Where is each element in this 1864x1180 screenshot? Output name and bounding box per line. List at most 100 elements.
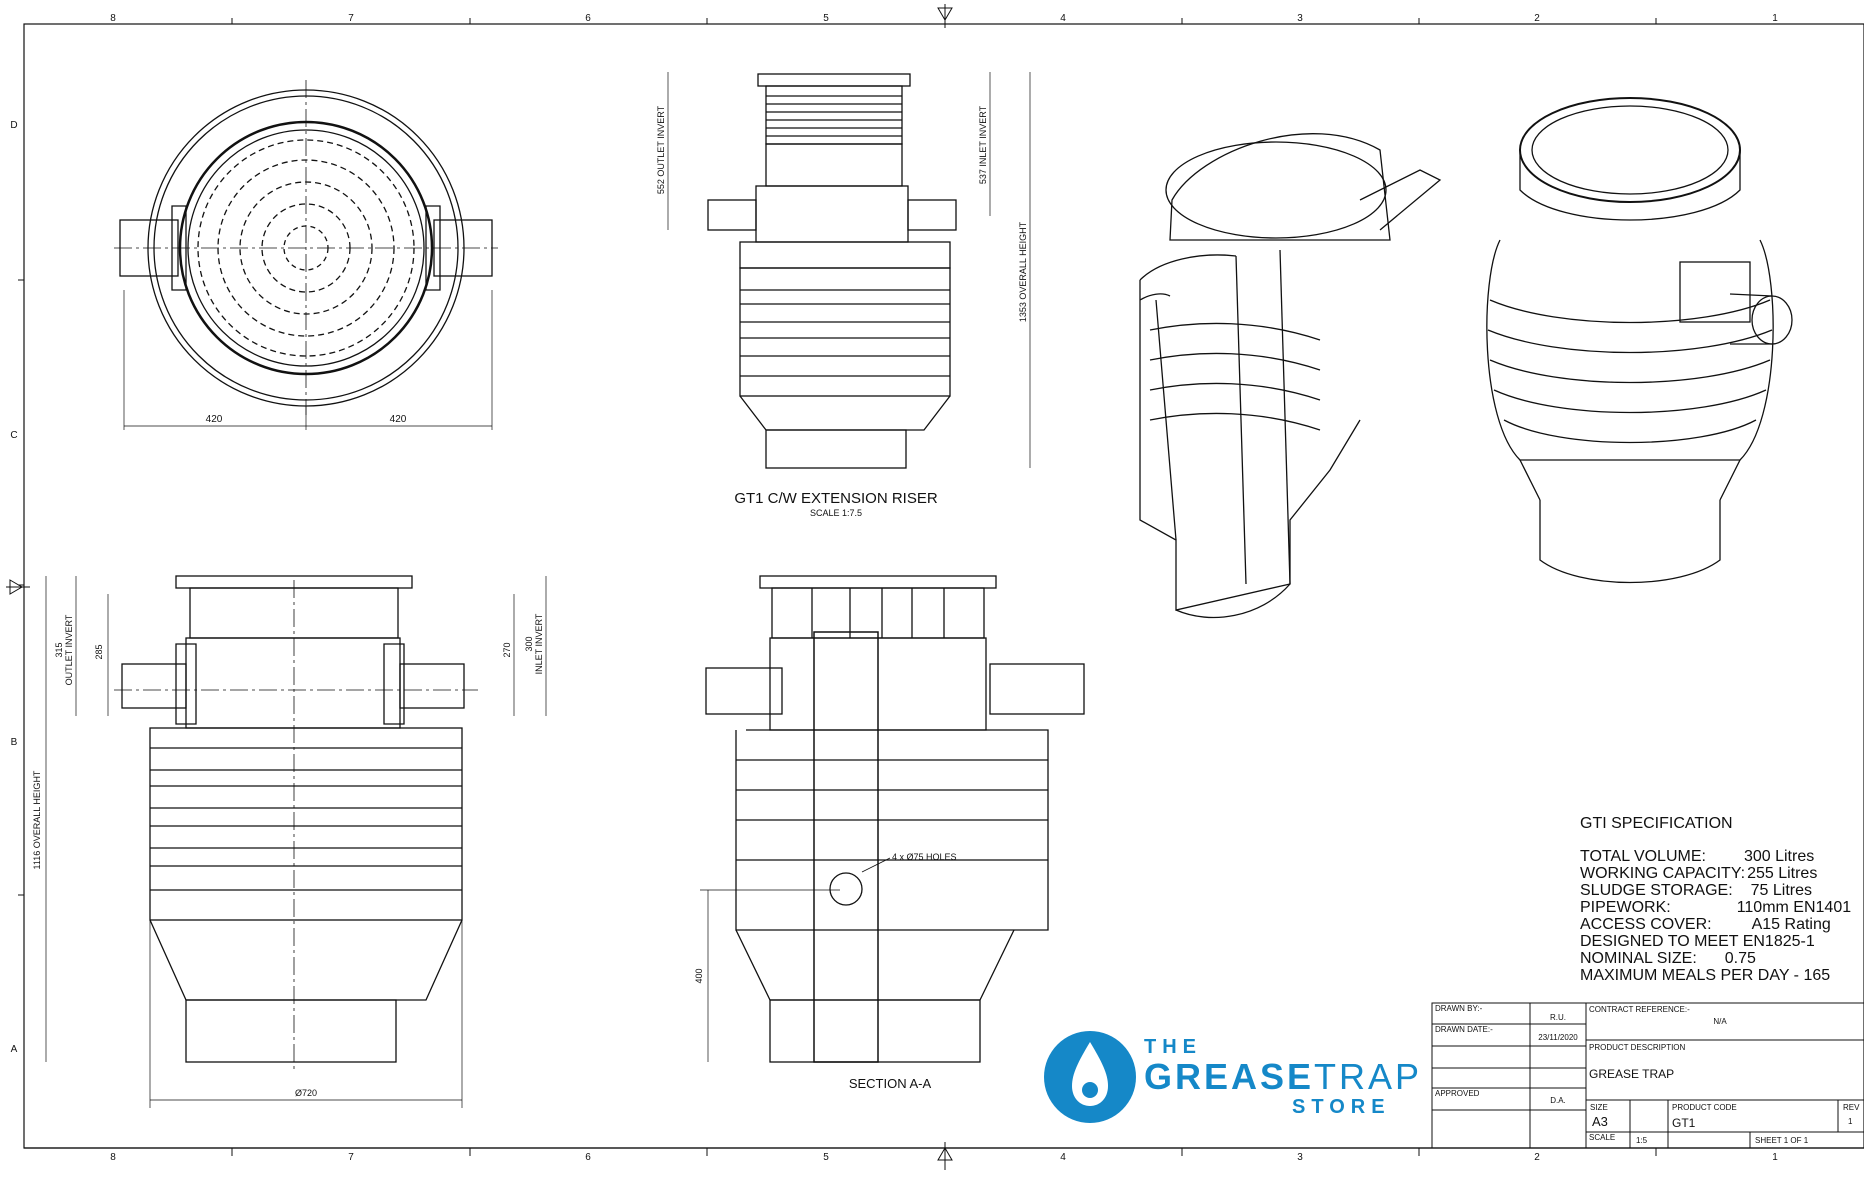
riser-dim-inlet: 537 INLET INVERT [978, 105, 988, 184]
size-value: A3 [1592, 1114, 1608, 1129]
spec-row: WORKING CAPACITY:255 Litres [1580, 865, 1864, 882]
column-ticks-top [18, 18, 1657, 1156]
contract-label: CONTRACT REFERENCE:- [1589, 1005, 1690, 1014]
drawn-date-value: 23/11/2020 [1538, 1033, 1578, 1042]
col-label: 3 [1297, 1152, 1303, 1163]
spec-row: ACCESS COVER: A15 Rating [1580, 916, 1864, 933]
col-label: 5 [823, 13, 829, 24]
side-dim-inlet-value: 300 [524, 636, 534, 651]
side-dim-285: 285 [94, 644, 104, 659]
riser-dim-outlet: 552 OUTLET INVERT [656, 105, 666, 194]
row-label: A [11, 1044, 18, 1055]
col-label: 8 [110, 13, 116, 24]
section-holes-note: 4 x Ø75 HOLES [892, 852, 957, 862]
drawn-date-label: DRAWN DATE:- [1435, 1025, 1493, 1034]
col-label: 3 [1297, 13, 1303, 24]
spec-row: SLUDGE STORAGE: 75 Litres [1580, 882, 1864, 899]
logo-word-trap: TRAP [1314, 1056, 1423, 1097]
spec-value: A15 Rating [1751, 916, 1831, 933]
side-dim-diameter: Ø720 [295, 1088, 317, 1098]
spec-row: NOMINAL SIZE: 0.75 [1580, 950, 1864, 967]
logo-word-store: STORE [1292, 1096, 1391, 1118]
spec-key: TOTAL VOLUME: [1580, 848, 1706, 865]
spec-key: WORKING CAPACITY: [1580, 865, 1746, 882]
spec-row: TOTAL VOLUME: 300 Litres [1580, 848, 1864, 865]
side-dim-outlet-value: 315 [54, 642, 64, 657]
product-code-label: PRODUCT CODE [1672, 1103, 1737, 1112]
title-block [1431, 1002, 1864, 1149]
col-label: 4 [1060, 13, 1066, 24]
col-label: 4 [1060, 1152, 1066, 1163]
col-label: 2 [1534, 13, 1540, 24]
iso-section-view [1139, 133, 1442, 619]
col-label: 1 [1772, 1152, 1778, 1163]
side-dim-inlet-label: INLET INVERT [534, 613, 544, 674]
riser-title: GT1 C/W EXTENSION RISER [734, 490, 938, 507]
spec-key: NOMINAL SIZE: [1580, 950, 1697, 967]
spec-row: DESIGNED TO MEET EN1825-1 [1580, 933, 1864, 950]
drawn-by-label: DRAWN BY:- [1435, 1004, 1483, 1013]
size-label: SIZE [1590, 1103, 1608, 1112]
centre-markers [6, 4, 953, 1170]
approved-value: D.A. [1550, 1096, 1566, 1105]
approved-label: APPROVED [1435, 1089, 1480, 1098]
spec-value: 0.75 [1724, 950, 1756, 967]
spec-key: MAXIMUM MEALS PER DAY - 165 [1580, 967, 1831, 984]
col-label: 8 [110, 1152, 116, 1163]
contract-value: N/A [1713, 1017, 1727, 1026]
logo-word-greasetrap: GREASETRAP [1144, 1056, 1422, 1098]
iso-external-view [1486, 97, 1793, 584]
sheet-label: SHEET 1 OF 1 [1755, 1136, 1809, 1145]
side-view [45, 575, 547, 1108]
row-label: D [10, 120, 17, 131]
col-label: 6 [585, 13, 591, 24]
logo: THE GREASETRAP STORE [1044, 1026, 1419, 1126]
spec-value: 110mm EN1401 [1736, 899, 1852, 916]
riser-dim-overall: 1353 OVERALL HEIGHT [1018, 221, 1028, 322]
product-code-value: GT1 [1672, 1116, 1696, 1130]
col-label: 7 [348, 13, 354, 24]
col-label: 1 [1772, 13, 1778, 24]
spec-title: GTI SPECIFICATION [1580, 815, 1733, 832]
col-label: 7 [348, 1152, 354, 1163]
rev-label: REV [1843, 1103, 1860, 1112]
top-dim-right: 420 [390, 414, 407, 425]
spec-key: DESIGNED TO MEET EN1825-1 [1580, 933, 1815, 950]
title-block-text: DRAWN BY:- R.U. DRAWN DATE:- 23/11/2020 … [1435, 1004, 1860, 1145]
spec-value: 75 Litres [1750, 882, 1813, 899]
row-label: C [10, 430, 17, 441]
section-view [700, 575, 1085, 1063]
column-labels-bottom: 8 7 6 5 4 3 2 1 [110, 1152, 1778, 1163]
product-desc-label: PRODUCT DESCRIPTION [1589, 1043, 1686, 1052]
spec-value: 255 Litres [1747, 865, 1818, 882]
riser-scale: SCALE 1:7.5 [810, 508, 862, 518]
col-label: 5 [823, 1152, 829, 1163]
section-title: SECTION A-A [849, 1076, 932, 1091]
scale-value: 1:5 [1636, 1136, 1648, 1145]
side-dim-270: 270 [502, 642, 512, 657]
riser-view [667, 72, 1031, 469]
top-view [114, 80, 498, 430]
spec-key: SLUDGE STORAGE: [1580, 882, 1733, 899]
row-label: B [11, 737, 18, 748]
rev-value: 1 [1848, 1117, 1853, 1126]
top-dim-left: 420 [206, 414, 223, 425]
specification-block: GTI SPECIFICATION TOTAL VOLUME: 300 Litre… [1580, 815, 1864, 984]
row-labels: D C B A [10, 120, 17, 1055]
spec-value: 300 Litres [1743, 848, 1815, 865]
drawn-by-value: R.U. [1550, 1013, 1566, 1022]
spec-key: PIPEWORK: [1580, 899, 1671, 916]
logo-word-grease: GREASE [1144, 1056, 1315, 1097]
col-label: 2 [1534, 1152, 1540, 1163]
spec-key: ACCESS COVER: [1580, 916, 1712, 933]
section-dim-400: 400 [694, 968, 704, 983]
scale-label: SCALE [1589, 1133, 1615, 1142]
col-label: 6 [585, 1152, 591, 1163]
spec-row: PIPEWORK: 110mm EN1401 [1580, 899, 1864, 916]
logo-drop-icon [1044, 1031, 1136, 1123]
side-dim-outlet-label: OUTLET INVERT [64, 614, 74, 685]
column-labels-top: 8 7 6 5 4 3 2 1 [110, 13, 1778, 24]
side-dim-overall: 1116 OVERALL HEIGHT [32, 770, 42, 869]
logo-word-the: THE [1144, 1036, 1202, 1058]
